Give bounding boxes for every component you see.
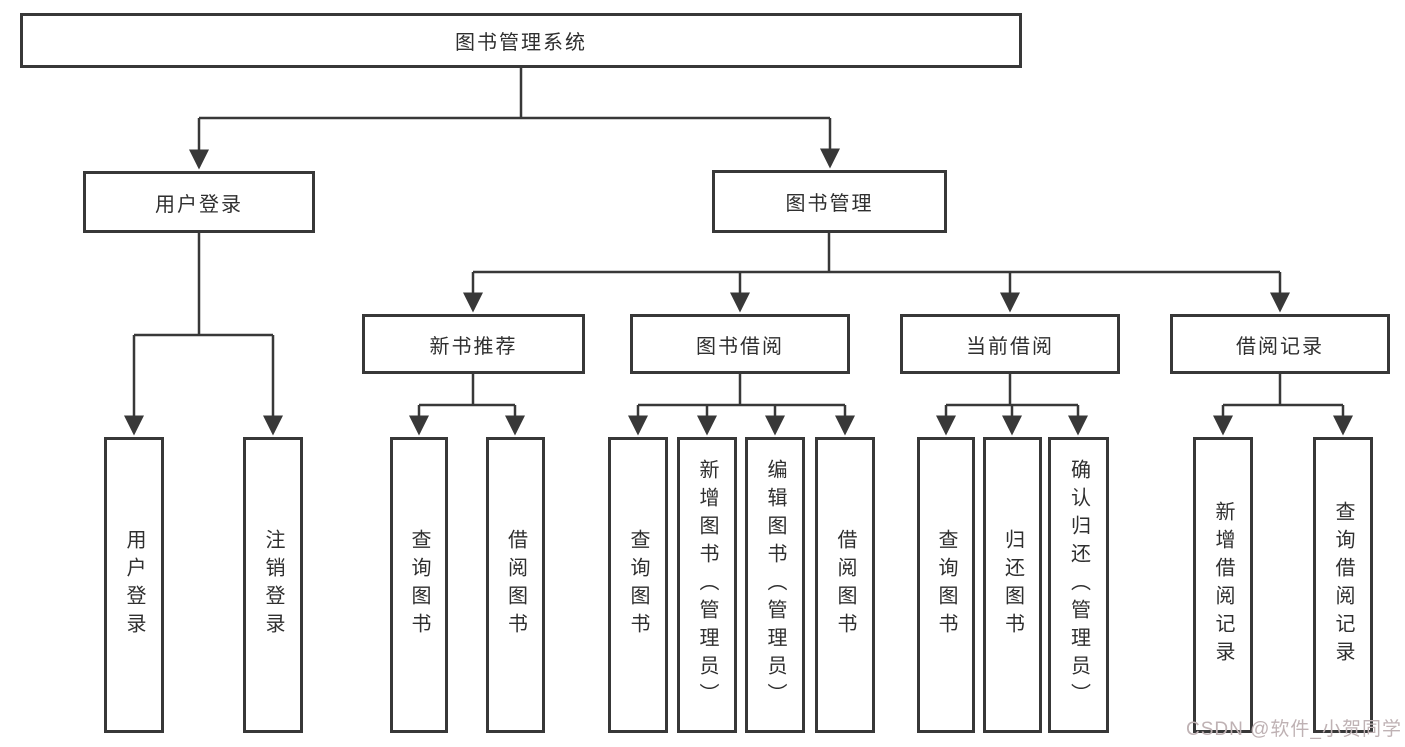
- node-user-login: 用户登录: [83, 171, 315, 233]
- csdn-watermark: CSDN @软件_小贺同学: [1186, 719, 1402, 740]
- leaf-query-book-3: 查询图书: [917, 437, 975, 733]
- node-label: 新增借阅记录: [1212, 501, 1234, 669]
- node-label: 图书管理: [785, 193, 874, 215]
- leaf-query-borrow-record: 查询借阅记录: [1313, 437, 1373, 733]
- node-new-book-recommend: 新书推荐: [362, 314, 585, 374]
- node-borrow-record: 借阅记录: [1170, 314, 1390, 374]
- connectors-book-borrow-children: [628, 374, 855, 436]
- leaf-return-book: 归还图书: [983, 437, 1042, 733]
- node-current-borrow: 当前借阅: [900, 314, 1120, 374]
- leaf-borrow-book-1: 借阅图书: [486, 437, 545, 733]
- node-label: 注销登录: [262, 529, 284, 641]
- node-label: 查询图书: [408, 529, 430, 641]
- leaf-logout: 注销登录: [243, 437, 303, 733]
- connectors-root-to-level2: [189, 68, 840, 170]
- node-label: 确认归还（管理员）: [1067, 459, 1090, 711]
- node-label: 查询图书: [627, 529, 649, 641]
- node-label: 借阅记录: [1236, 335, 1324, 358]
- node-label: 借阅图书: [504, 529, 527, 641]
- node-label: 编辑图书（管理员）: [764, 459, 786, 711]
- node-label: 借阅图书: [834, 529, 856, 641]
- node-book-management: 图书管理: [712, 170, 947, 233]
- leaf-query-book-2: 查询图书: [608, 437, 668, 733]
- node-label: 用户登录: [123, 529, 145, 641]
- leaf-user-login: 用户登录: [104, 437, 164, 733]
- leaf-confirm-return-admin: 确认归还（管理员）: [1048, 437, 1109, 733]
- leaf-borrow-book-2: 借阅图书: [815, 437, 875, 733]
- node-label: 当前借阅: [966, 335, 1054, 358]
- node-root-system: 图书管理系统: [20, 13, 1022, 68]
- leaf-query-book-1: 查询图书: [390, 437, 448, 733]
- node-label: 归还图书: [1001, 529, 1024, 641]
- leaf-add-book-admin: 新增图书（管理员）: [677, 437, 737, 733]
- connectors-new-book-rec-children: [409, 374, 525, 436]
- node-label: 查询借阅记录: [1332, 501, 1354, 669]
- node-book-borrow: 图书借阅: [630, 314, 850, 374]
- node-label: 用户登录: [155, 193, 243, 216]
- connectors-borrow-record-children: [1213, 374, 1353, 436]
- node-label: 图书借阅: [696, 335, 784, 358]
- node-label: 查询图书: [935, 529, 957, 641]
- leaf-edit-book-admin: 编辑图书（管理员）: [745, 437, 805, 733]
- connectors-current-borrow-children: [936, 374, 1088, 436]
- node-label: 新增图书（管理员）: [696, 459, 718, 711]
- connectors-user-login-children: [124, 233, 283, 436]
- leaf-add-borrow-record: 新增借阅记录: [1193, 437, 1253, 733]
- node-label: 图书管理系统: [455, 32, 587, 54]
- node-label: 新书推荐: [429, 335, 518, 358]
- connectors-book-management-children: [463, 233, 1290, 313]
